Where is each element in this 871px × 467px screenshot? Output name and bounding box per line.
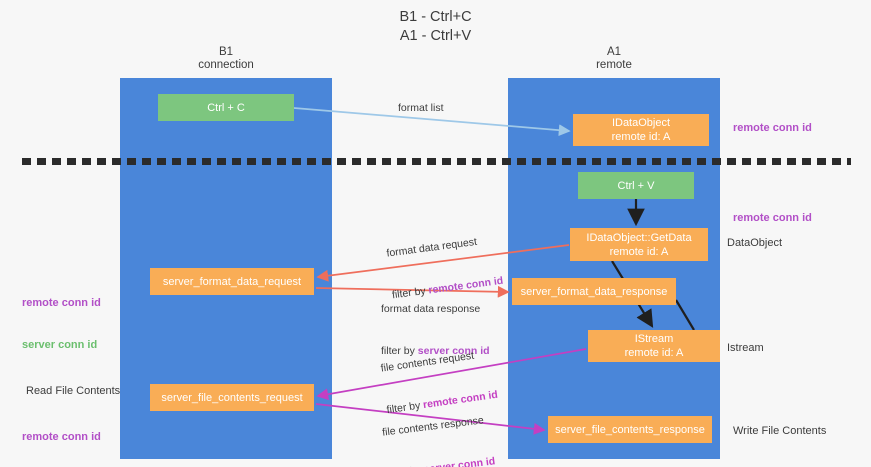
diagram-title: B1 - Ctrl+C A1 - Ctrl+V xyxy=(399,9,472,44)
edge-label-line-primary: format data request xyxy=(385,235,478,260)
edge-label-line-primary: format data response xyxy=(381,303,481,315)
annotation-write-file-contents: Write File Contents xyxy=(733,425,827,437)
edge-label-line-primary: file contents response xyxy=(381,414,485,439)
node-idataobject-getdata[interactable]: IDataObject::GetData remote id: A xyxy=(570,228,708,261)
annotation-remote-conn-id: remote conn id xyxy=(22,297,101,309)
node-server-format-data-response[interactable]: server_format_data_response xyxy=(512,278,676,305)
edge-label-line-filter: filter by server conn id xyxy=(381,344,490,358)
column-header-a1: A1 remote xyxy=(596,46,632,71)
annotation-remote-conn-id-top: remote conn id xyxy=(733,122,812,134)
annotation-server-conn-id: server conn id xyxy=(22,339,98,351)
node-server-file-contents-request[interactable]: server_file_contents_request xyxy=(150,384,314,411)
annotation-dataobject: DataObject xyxy=(727,237,783,249)
annotation-left-conn-ids-bottom: remote conn id server conn id xyxy=(22,402,101,467)
annotation-read-file-contents: Read File Contents xyxy=(26,385,121,397)
node-server-format-data-request[interactable]: server_format_data_request xyxy=(150,268,314,295)
node-ctrl-v[interactable]: Ctrl + V xyxy=(578,172,694,199)
filter-key-server-conn-id: server conn id xyxy=(417,345,490,357)
filter-key-server-conn-id: server conn id xyxy=(423,455,496,467)
filter-prefix: filter by xyxy=(381,345,418,357)
edge-label-line-filter: filter by server conn id xyxy=(387,454,496,467)
edge-label-format-list: format list xyxy=(398,102,444,114)
edge-label-file-contents-response: file contents response filter by server … xyxy=(378,385,499,467)
edge-label-line-primary: file contents request xyxy=(380,349,475,375)
annotation-istream: Istream xyxy=(727,342,764,354)
node-idataobject[interactable]: IDataObject remote id: A xyxy=(573,114,709,146)
annotation-left-conn-ids-mid: remote conn id server conn id xyxy=(22,268,101,380)
annotation-remote-conn-id-mid: remote conn id xyxy=(733,212,812,224)
edge-label-format-data-response: format data response filter by server co… xyxy=(381,274,490,386)
node-ctrl-c[interactable]: Ctrl + C xyxy=(158,94,294,121)
column-header-b1: B1 connection xyxy=(198,46,254,71)
node-istream[interactable]: IStream remote id: A xyxy=(588,330,720,362)
phase-divider xyxy=(22,158,851,165)
node-server-file-contents-response[interactable]: server_file_contents_response xyxy=(548,416,712,443)
annotation-remote-conn-id: remote conn id xyxy=(22,431,101,443)
